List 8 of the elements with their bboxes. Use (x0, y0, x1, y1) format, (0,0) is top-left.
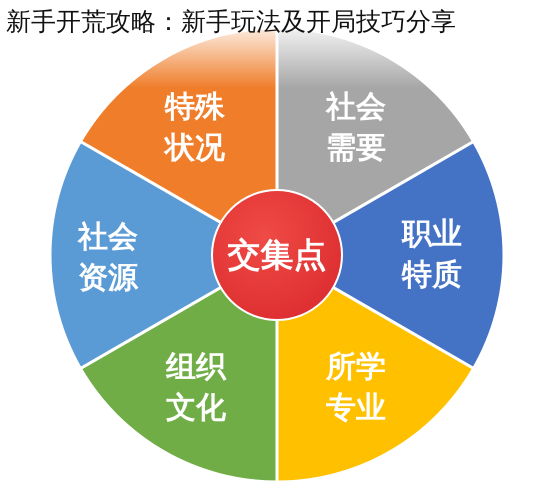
title: 新手开荒攻略：新手玩法及开局技巧分享 (6, 6, 457, 38)
segment-label: 组织文化 (165, 348, 227, 428)
segment-label: 职业特质 (401, 214, 463, 296)
center-label: 交集点 (228, 234, 326, 276)
segment-label: 社会资源 (77, 218, 139, 298)
segment-label: 特殊状况 (164, 88, 226, 168)
segment-label: 社会需要 (325, 88, 387, 168)
segment-label: 所学专业 (325, 348, 387, 428)
